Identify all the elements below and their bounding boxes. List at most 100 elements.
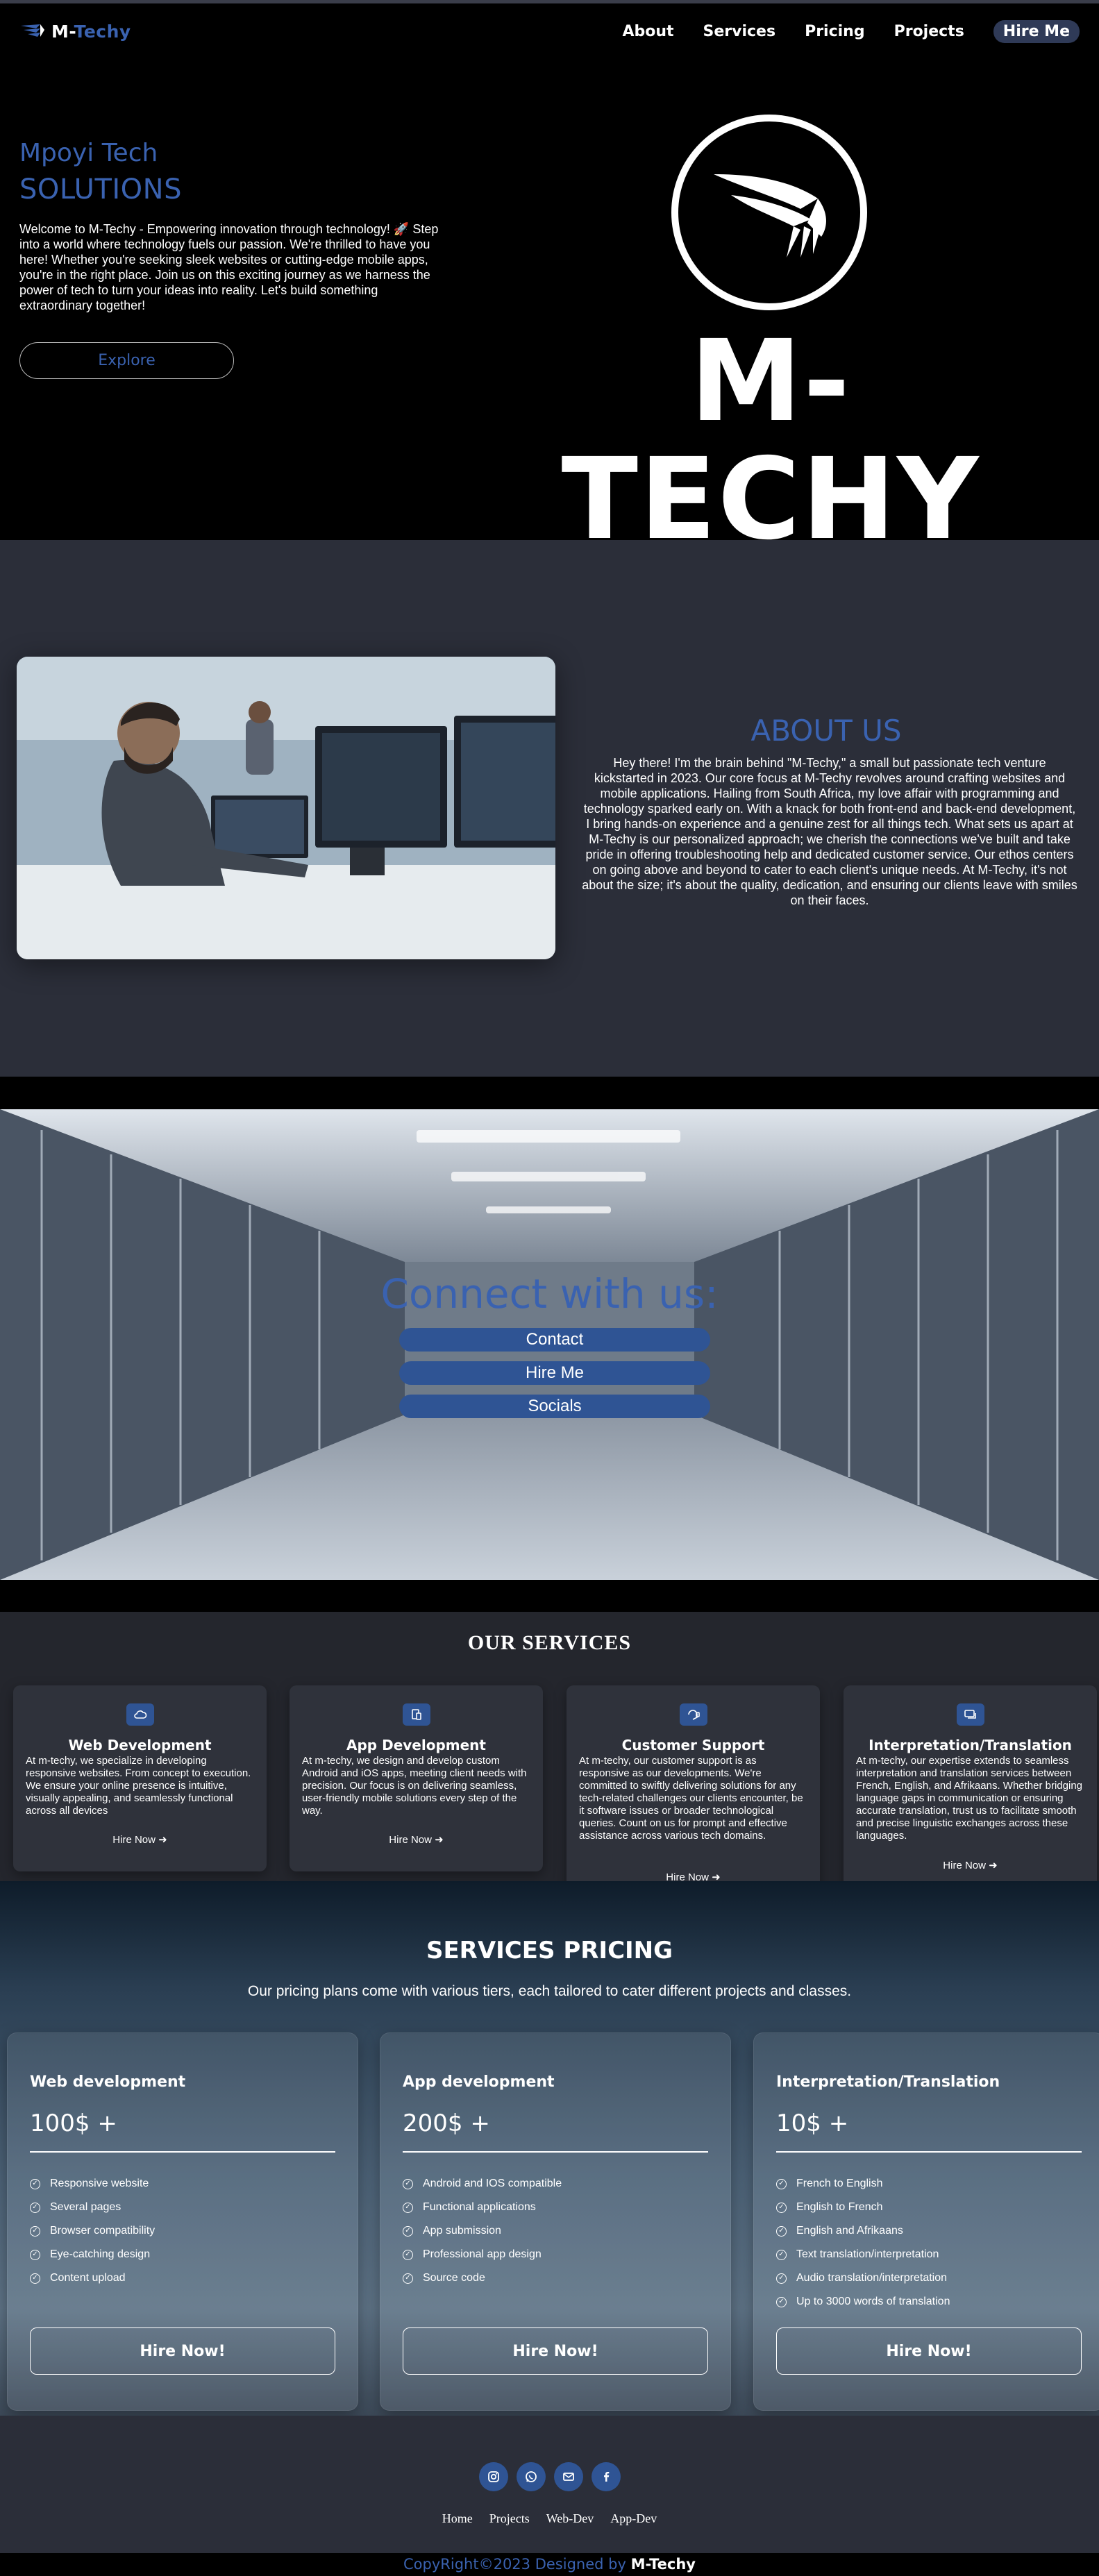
about-photo — [17, 657, 555, 959]
pricing-title: SERVICES PRICING — [426, 1937, 673, 1964]
feature-item: ✓Source code — [403, 2266, 562, 2290]
divider — [30, 2151, 335, 2153]
nav-services[interactable]: Services — [703, 22, 776, 40]
hire-now-button[interactable]: Hire Now! — [30, 2327, 335, 2375]
socials-button[interactable]: Socials — [399, 1395, 710, 1418]
hire-now-link[interactable]: Hire Now ➜ — [112, 1834, 167, 1846]
check-circle-icon: ✓ — [776, 2273, 787, 2284]
service-description: At m-techy, we specialize in developing … — [26, 1755, 251, 1817]
feature-item: ✓English to French — [776, 2196, 950, 2219]
hire-now-link[interactable]: Hire Now ➜ — [666, 1871, 721, 1883]
service-description: At m-techy, our expertise extends to sea… — [856, 1755, 1083, 1842]
feature-item: ✓French to English — [776, 2172, 950, 2196]
hero-title: SOLUTIONS — [19, 174, 182, 205]
check-circle-icon: ✓ — [776, 2249, 787, 2260]
instagram-icon[interactable] — [478, 2462, 508, 2491]
support-icon — [679, 1703, 707, 1726]
footer: Home Projects Web-Dev App-Dev — [0, 2416, 1099, 2553]
nav-pricing[interactable]: Pricing — [805, 22, 865, 40]
hero-section: Mpoyi Tech SOLUTIONS Welcome to M-Techy … — [0, 59, 1099, 559]
hire-now-button[interactable]: Hire Now! — [776, 2327, 1082, 2375]
explore-button[interactable]: Explore — [19, 342, 234, 379]
divider — [403, 2151, 708, 2153]
nav-links: About Services Pricing Projects Hire Me — [622, 19, 1080, 43]
check-circle-icon: ✓ — [403, 2225, 413, 2237]
service-title: Web Development — [68, 1737, 212, 1753]
plan-name: Interpretation/Translation — [776, 2073, 1000, 2091]
check-circle-icon: ✓ — [30, 2225, 40, 2237]
service-title: Customer Support — [621, 1737, 765, 1753]
wing-logo-icon — [21, 24, 44, 37]
feature-item: ✓Several pages — [30, 2196, 155, 2219]
footer-link-projects[interactable]: Projects — [489, 2511, 530, 2525]
devices-icon — [402, 1703, 430, 1726]
feature-item: ✓Audio translation/interpretation — [776, 2266, 950, 2290]
check-circle-icon: ✓ — [776, 2202, 787, 2213]
connect-section: Connect with us: Contact Hire Me Socials — [0, 1109, 1099, 1580]
cloud-icon — [126, 1703, 154, 1726]
facebook-icon[interactable] — [591, 2462, 621, 2491]
price-card-app: App development 200$ + ✓Android and IOS … — [380, 2032, 731, 2411]
check-circle-icon: ✓ — [30, 2178, 40, 2189]
top-border — [0, 0, 1099, 3]
whatsapp-icon[interactable] — [516, 2462, 546, 2491]
feature-item: ✓App submission — [403, 2219, 562, 2243]
check-circle-icon: ✓ — [776, 2178, 787, 2189]
pricing-subtitle: Our pricing plans come with various tier… — [247, 1983, 852, 1999]
service-card-web: Web Development At m-techy, we specializ… — [13, 1685, 267, 1871]
wing-logo-icon — [714, 174, 826, 258]
feature-item: ✓Professional app design — [403, 2243, 562, 2266]
service-card-support: Customer Support At m-techy, our custome… — [567, 1685, 820, 1908]
service-description: At m-techy, our customer support is as r… — [579, 1755, 803, 1842]
services-title: OUR SERVICES — [467, 1631, 632, 1654]
copyright-brand: M-Techy — [630, 2556, 696, 2573]
feature-list: ✓Android and IOS compatible ✓Functional … — [403, 2172, 562, 2290]
brand-name: M-Techy — [51, 21, 131, 42]
server-room-background — [0, 1109, 1099, 1580]
hero-logo-emblem — [671, 115, 867, 310]
feature-item: ✓Browser compatibility — [30, 2219, 155, 2243]
footer-links: Home Projects Web-Dev App-Dev — [0, 2511, 1099, 2526]
check-circle-icon: ✓ — [776, 2225, 787, 2237]
hire-me-button[interactable]: Hire Me — [399, 1361, 710, 1385]
price-card-translation: Interpretation/Translation 10$ + ✓French… — [753, 2032, 1099, 2411]
check-circle-icon: ✓ — [403, 2202, 413, 2213]
feature-item: ✓Up to 3000 words of translation — [776, 2290, 950, 2314]
connect-title: Connect with us: — [380, 1270, 719, 1318]
check-circle-icon: ✓ — [403, 2249, 413, 2260]
feature-item: ✓Android and IOS compatible — [403, 2172, 562, 2196]
contact-button[interactable]: Contact — [399, 1328, 710, 1352]
divider — [776, 2151, 1082, 2153]
plan-name: Web development — [30, 2073, 186, 2091]
check-circle-icon: ✓ — [30, 2249, 40, 2260]
hire-now-button[interactable]: Hire Now! — [403, 2327, 708, 2375]
feature-list: ✓Responsive website ✓Several pages ✓Brow… — [30, 2172, 155, 2290]
navbar: M-Techy About Services Pricing Projects … — [0, 3, 1099, 59]
check-circle-icon: ✓ — [30, 2273, 40, 2284]
brand-logo[interactable]: M-Techy — [19, 22, 131, 42]
hire-now-link[interactable]: Hire Now ➜ — [943, 1860, 998, 1871]
pricing-section: SERVICES PRICING Our pricing plans come … — [0, 1881, 1099, 2416]
check-circle-icon: ✓ — [403, 2273, 413, 2284]
footer-link-home[interactable]: Home — [442, 2511, 473, 2525]
feature-item: ✓Text translation/interpretation — [776, 2243, 950, 2266]
hire-now-link[interactable]: Hire Now ➜ — [389, 1834, 444, 1846]
plan-price: 10$ + — [776, 2110, 849, 2137]
feature-list: ✓French to English ✓English to French ✓E… — [776, 2172, 950, 2314]
footer-link-app-dev[interactable]: App-Dev — [610, 2511, 657, 2525]
social-links — [0, 2462, 1099, 2491]
service-card-translation: Interpretation/Translation At m-techy, o… — [844, 1685, 1097, 1895]
hero-description: Welcome to M-Techy - Empowering innovati… — [19, 222, 439, 312]
nav-projects[interactable]: Projects — [894, 22, 964, 40]
nav-hire-me-button[interactable]: Hire Me — [993, 19, 1080, 43]
nav-about[interactable]: About — [622, 22, 674, 40]
check-circle-icon: ✓ — [776, 2296, 787, 2307]
footer-link-web-dev[interactable]: Web-Dev — [546, 2511, 594, 2525]
about-description: Hey there! I'm the brain behind "M-Techy… — [582, 756, 1077, 907]
about-title: ABOUT US — [750, 714, 902, 748]
feature-item: ✓Functional applications — [403, 2196, 562, 2219]
service-card-app: App Development At m-techy, we design an… — [290, 1685, 543, 1871]
chat-icon — [956, 1703, 984, 1726]
mail-icon[interactable] — [553, 2462, 583, 2491]
plan-name: App development — [403, 2073, 555, 2091]
